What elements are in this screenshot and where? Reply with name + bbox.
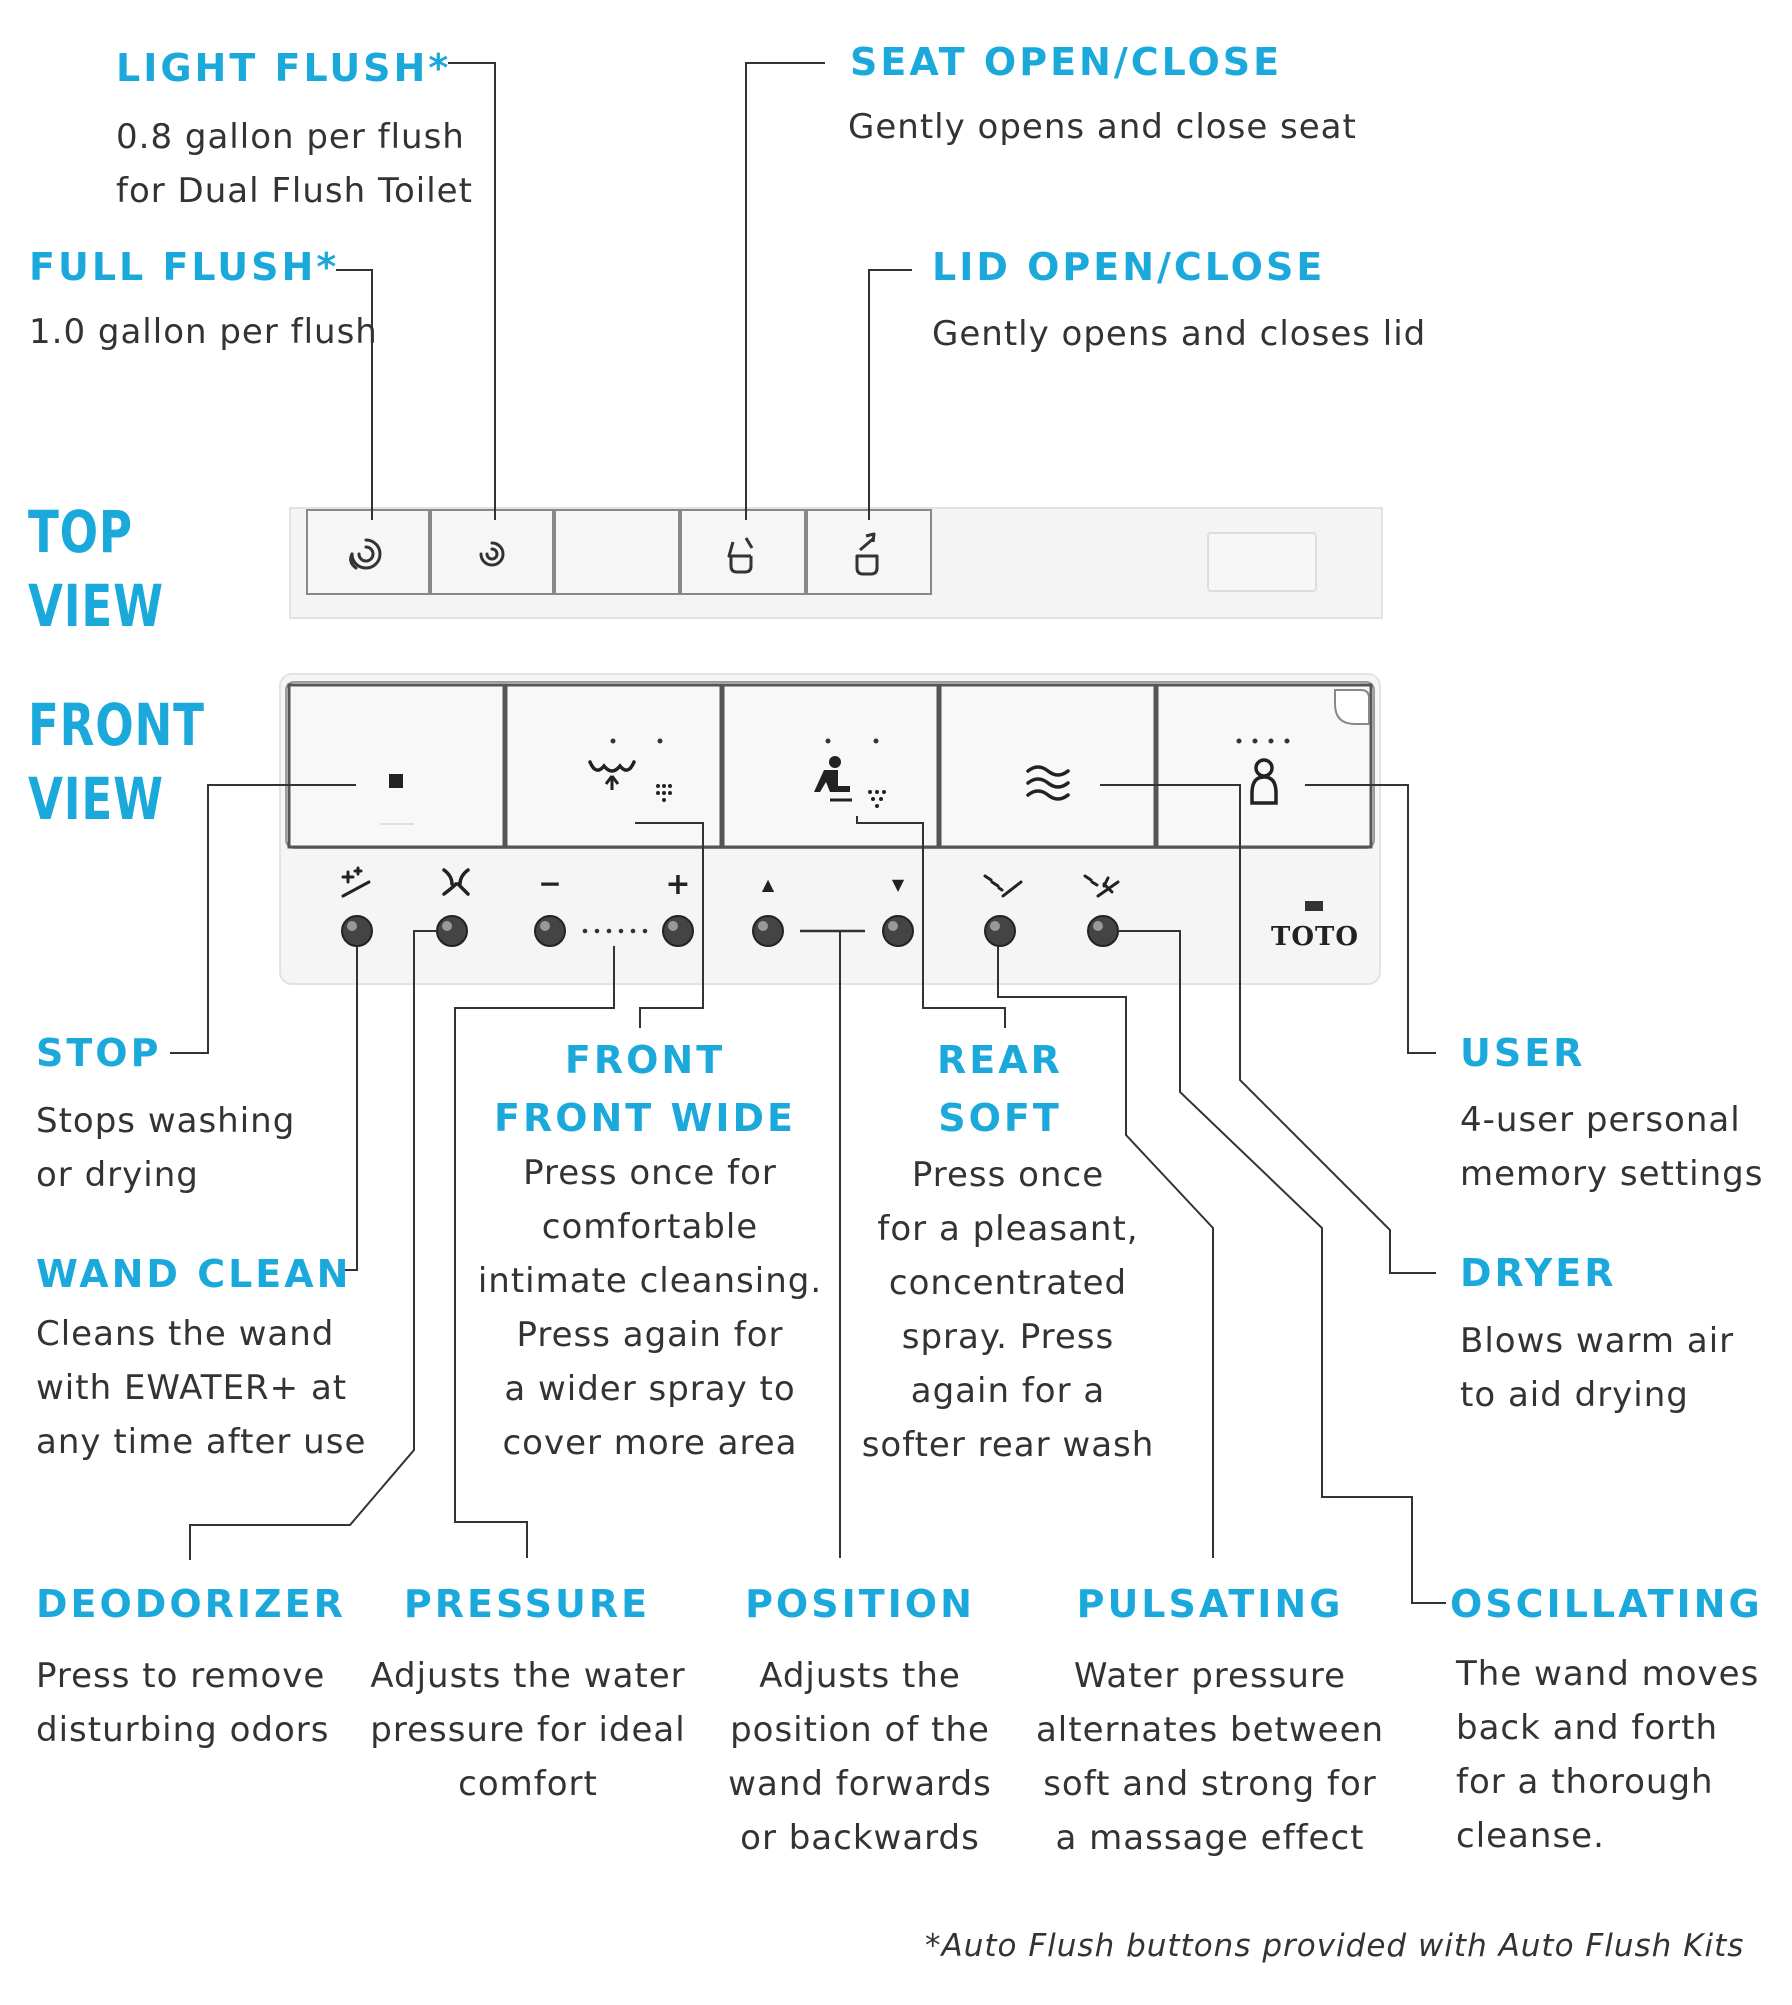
rear-wash-button[interactable] [721,683,940,849]
pressure-minus-button[interactable] [534,915,566,947]
lid-title: LID OPEN/CLOSE [932,245,1326,289]
pressure-desc: Adjusts the water pressure for ideal com… [370,1656,686,1804]
battery-icon [1305,901,1323,911]
dryer-icon [1026,765,1070,801]
stop-button[interactable] [287,683,506,849]
blank-button[interactable] [554,509,680,595]
stop-icon [389,774,403,788]
pressure-minus-icon: − [538,867,561,900]
position-up-icon: ▲ [762,875,775,894]
wand-clean-icon [341,866,371,898]
position-up-button[interactable] [752,915,784,947]
indicator-corner [1334,689,1370,725]
light-flush-button[interactable] [430,509,554,595]
wand-clean-title: WAND CLEAN [36,1252,352,1296]
rear-wash-icon [814,738,886,808]
full-flush-icon [349,538,382,570]
pressure-plus-button[interactable] [662,915,694,947]
deodorizer-title: DEODORIZER [36,1582,346,1626]
front-desc: Press once for comfortable intimate clea… [477,1153,823,1463]
front-large-buttons [287,683,1373,849]
pulsating-desc: Water pressure alternates between soft a… [1035,1656,1385,1858]
position-desc: Adjusts the position of the wand forward… [728,1656,992,1858]
front-wash-icon [588,738,672,802]
lid-open-close-icon [855,532,879,576]
deodorizer-button[interactable] [436,915,468,947]
leader-lines [170,62,1446,1604]
front-wash-button[interactable] [504,683,723,849]
oscillating-icon [1083,874,1120,898]
oscillating-title: OSCILLATING [1450,1582,1763,1626]
front-small-buttons: − + ▲ ▼ [341,866,1323,947]
position-down-icon: ▼ [892,875,905,894]
seat-open-close-icon [727,537,754,574]
dryer-title: DRYER [1460,1251,1617,1295]
dryer-desc: Blows warm air to aid drying [1460,1321,1735,1415]
footnote: *Auto Flush buttons provided with Auto F… [925,1928,1745,1964]
position-title: POSITION [745,1582,975,1626]
user-title: USER [1460,1031,1586,1075]
user-icon [1236,738,1290,805]
oscillating-button[interactable] [1087,915,1119,947]
seat-desc: Gently opens and close seat [848,107,1357,147]
light-flush-icon [479,541,505,567]
pressure-title: PRESSURE [403,1582,651,1626]
lid-open-close-button[interactable] [806,509,932,595]
top-buttons [306,509,932,595]
front-view-title: FRONT VIEW [28,691,205,833]
position-down-button[interactable] [882,915,914,947]
front-title: FRONT FRONT WIDE [493,1038,797,1140]
wand-clean-desc: Cleans the wand with EWATER+ at any time… [36,1314,367,1462]
pulsating-icon [983,874,1023,898]
seat-open-close-button[interactable] [680,509,806,595]
light-flush-desc: 0.8 gallon per flush for Dual Flush Toil… [116,117,473,211]
dryer-button[interactable] [938,683,1157,849]
full-flush-button[interactable] [306,509,430,595]
pulsating-title: PULSATING [1076,1582,1344,1626]
pressure-level-dots [582,928,648,934]
deodorizer-icon [442,868,470,896]
stop-title: STOP [36,1031,162,1075]
oscillating-desc: The wand moves back and forth for a thor… [1456,1654,1760,1856]
light-flush-title: LIGHT FLUSH* [116,46,452,90]
full-flush-title: FULL FLUSH* [29,245,340,289]
user-desc: 4-user personal memory settings [1460,1100,1764,1194]
rear-title: REAR SOFT [937,1038,1063,1140]
lid-desc: Gently opens and closes lid [932,314,1427,354]
rear-desc: Press once for a pleasant, concentrated … [861,1155,1155,1465]
full-flush-desc: 1.0 gallon per flush [29,312,378,352]
top-view-title: TOP VIEW [28,498,164,640]
deodorizer-desc: Press to remove disturbing odors [36,1656,330,1750]
pulsating-button[interactable] [984,915,1016,947]
toto-logo: TOTO [1271,922,1359,952]
seat-title: SEAT OPEN/CLOSE [850,40,1283,84]
pressure-plus-icon: + [665,867,690,902]
stop-desc: Stops washing or drying [36,1101,296,1195]
wand-clean-button[interactable] [341,915,373,947]
